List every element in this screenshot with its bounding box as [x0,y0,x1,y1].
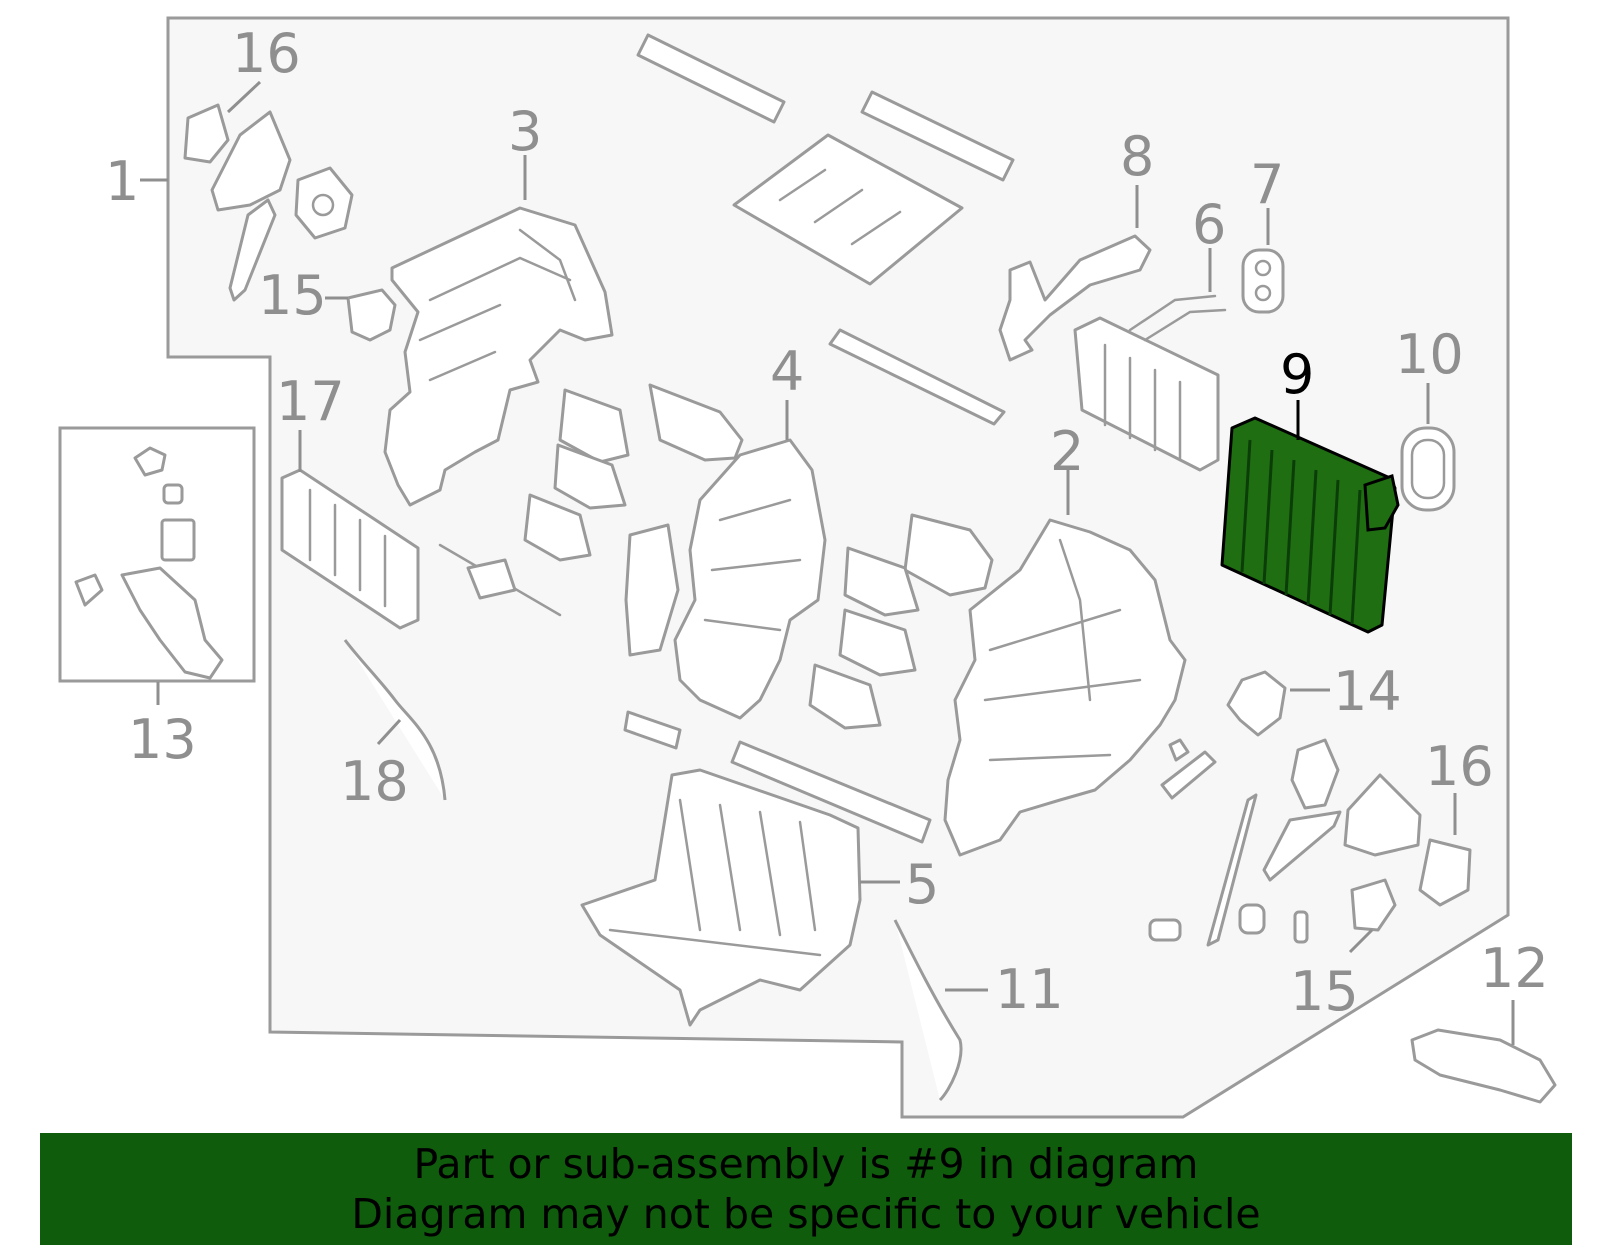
callout-16-right: 16 [1425,735,1494,798]
callout-14: 14 [1333,660,1402,723]
callout-8: 8 [1120,125,1154,188]
duct-12 [1410,1028,1557,1104]
callout-1: 1 [105,150,139,213]
pipe-8 [998,234,1152,362]
drain-hose-18 [343,639,447,801]
callout-2: 2 [1050,420,1084,483]
callout-3: 3 [508,100,542,163]
callout-15-right: 15 [1290,960,1359,1023]
filter-strips [636,33,1015,426]
callout-6: 6 [1192,193,1226,256]
callout-13: 13 [128,708,197,771]
pipe-11 [893,919,963,1102]
housing-4 [673,438,827,720]
gasket-10 [1400,426,1456,512]
actuator-15-left [346,288,397,342]
callout-12: 12 [1480,937,1549,1000]
leader-lines [140,80,1515,1045]
callout-4: 4 [770,340,804,403]
callout-18: 18 [340,750,409,813]
callout-5: 5 [905,853,939,916]
callout-9[interactable]: 9 [1280,343,1314,406]
callout-17: 17 [276,370,345,433]
lower-case-5 [580,768,862,1027]
callout-15-left: 15 [258,264,327,327]
callout-16-top: 16 [232,22,301,85]
evaporator-9-highlighted[interactable] [1220,416,1400,634]
housing-2 [943,518,1187,857]
callout-7: 7 [1250,153,1284,216]
callout-10: 10 [1395,323,1464,386]
linkage-parts-right [1148,738,1472,947]
sub-assembly-13-parts [74,446,224,680]
grommet-7 [1241,248,1285,314]
info-banner: Part or sub-assembly is #9 in diagram Di… [40,1133,1572,1245]
damper-links [438,383,744,657]
callout-labels: 1 2 3 4 5 6 7 8 9 10 11 12 13 14 15 15 1… [105,22,1549,1023]
actuator-14 [1226,670,1287,737]
actuator-16-top [183,103,354,302]
callout-11: 11 [995,958,1064,1021]
banner-line-2: Diagram may not be specific to your vehi… [351,1190,1261,1238]
banner-line-1: Part or sub-assembly is #9 in diagram [413,1140,1199,1188]
damper-doors [623,513,994,844]
housing-3 [383,206,614,507]
heater-core-6 [1073,294,1227,472]
